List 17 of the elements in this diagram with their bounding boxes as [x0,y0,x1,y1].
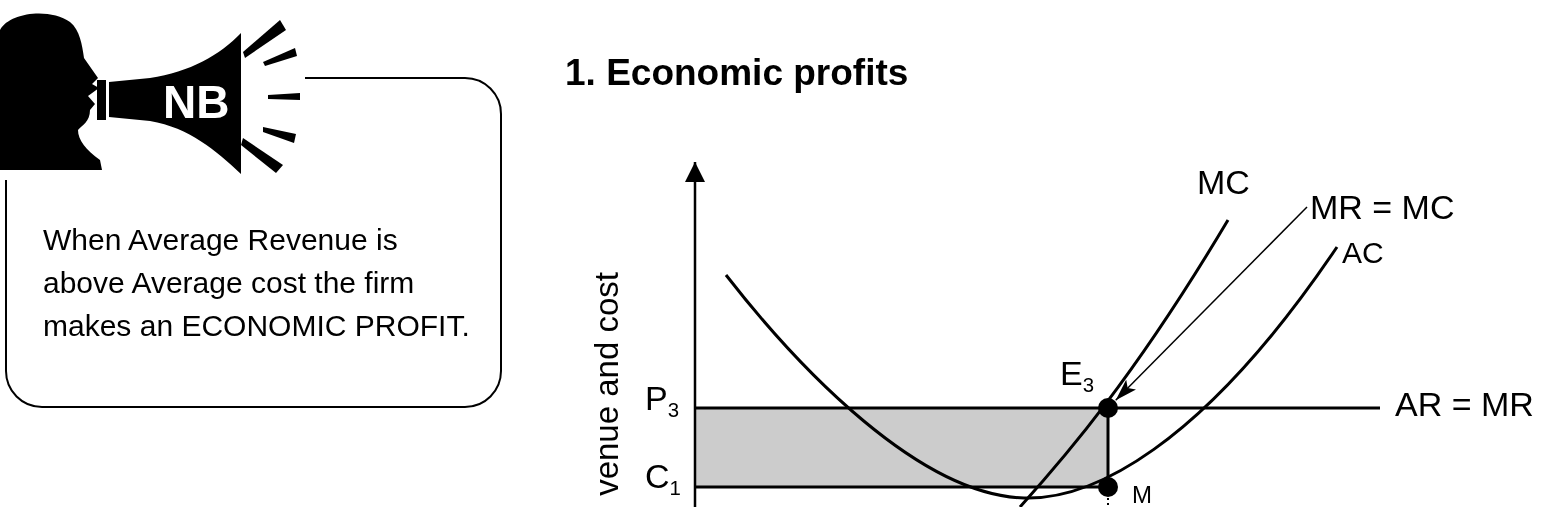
callout-text: When Average Revenue is above Average cost the firm makes an ECONOMIC PROFIT. [43,222,471,344]
curve-label: MC [1197,165,1250,199]
person-with-megaphone [0,12,302,175]
curve-label: AC [1342,238,1384,268]
callout-box [5,77,502,408]
point-label: M [1132,483,1152,507]
axis-label: venue and cost [590,272,623,496]
point-label: E$_{3}$ [1060,356,1095,390]
annotation-label: MR = MC [1310,190,1455,224]
heading: 1. Economic profits [565,54,909,91]
curve-label: AR = MR [1395,387,1534,421]
tick-label: C$_{1}$ [645,459,681,493]
megaphone-label: NB [163,79,230,125]
leader-arrow [1114,206,1308,401]
tick-label: P$_{3}$ [645,381,680,415]
data-point [1098,398,1118,418]
data-point [1098,477,1118,497]
